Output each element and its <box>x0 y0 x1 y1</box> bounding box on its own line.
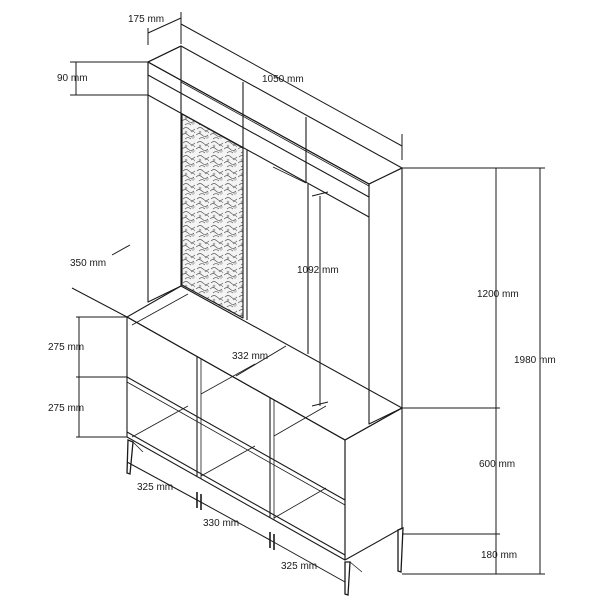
dim-line-cell-width-right <box>269 539 346 583</box>
leg-front-right <box>344 561 351 596</box>
dim-line-depth-top <box>147 17 182 34</box>
cell-back-6 <box>273 487 327 519</box>
label-cell-depth: 332 mm <box>232 351 268 362</box>
upper-right-side-panel <box>368 167 403 425</box>
decorative-panel <box>181 113 244 319</box>
cell-back-1 <box>131 293 189 326</box>
cell-back-4 <box>131 405 189 438</box>
leg-back-right <box>397 527 404 573</box>
leg-front-left <box>126 439 134 475</box>
dim-ext-panel-top <box>311 191 329 197</box>
label-depth-bottom: 350 mm <box>70 258 106 269</box>
dim-ext-panel-bottom <box>311 401 329 407</box>
dim-line-cell-width-left <box>126 461 198 501</box>
cabinet-right-face <box>344 407 403 561</box>
cabinet-shelf-upper-back <box>126 381 346 506</box>
dim-line-cell-depth <box>235 345 287 377</box>
label-panel-height: 1092 mm <box>297 265 339 276</box>
label-upper-height: 1200 mm <box>477 289 519 300</box>
top-divider-2-depth <box>272 166 307 184</box>
lower-cabinet <box>126 285 403 561</box>
label-leg-height: 180 mm <box>481 550 517 561</box>
legs <box>126 439 404 596</box>
dim-line-depth-bottom <box>71 287 128 318</box>
label-cell-width-left: 325 mm <box>137 482 173 493</box>
cell-back-3 <box>273 405 327 437</box>
label-cell-height-1: 275 mm <box>48 342 84 353</box>
dim-ext-depth-bottom <box>111 244 131 256</box>
dimension-lines <box>70 12 545 588</box>
dimension-labels: 175 mm 90 mm 1050 mm 350 mm 1092 mm 1200… <box>48 14 556 572</box>
cabinet-shelf-upper <box>126 376 346 501</box>
leg-brace-left <box>132 441 144 453</box>
dim-line-cell-width-middle <box>196 499 271 541</box>
dim-line-width <box>180 23 403 147</box>
cell-back-5 <box>200 445 256 477</box>
label-top-height: 90 mm <box>57 73 88 84</box>
cell-back-2 <box>200 363 256 395</box>
label-lower-height: 600 mm <box>479 459 515 470</box>
label-total-height: 1980 mm <box>514 355 556 366</box>
label-width: 1050 mm <box>262 74 304 85</box>
leg-brace-right <box>349 561 363 573</box>
top-shelf-back-edge <box>180 81 370 187</box>
label-cell-width-right: 325 mm <box>281 561 317 572</box>
cabinet-bottom-edge <box>126 431 346 556</box>
label-cell-height-2: 275 mm <box>48 403 84 414</box>
label-depth-top: 175 mm <box>128 14 164 25</box>
label-cell-width-middle: 330 mm <box>203 518 239 529</box>
upper-hutch <box>147 45 403 425</box>
